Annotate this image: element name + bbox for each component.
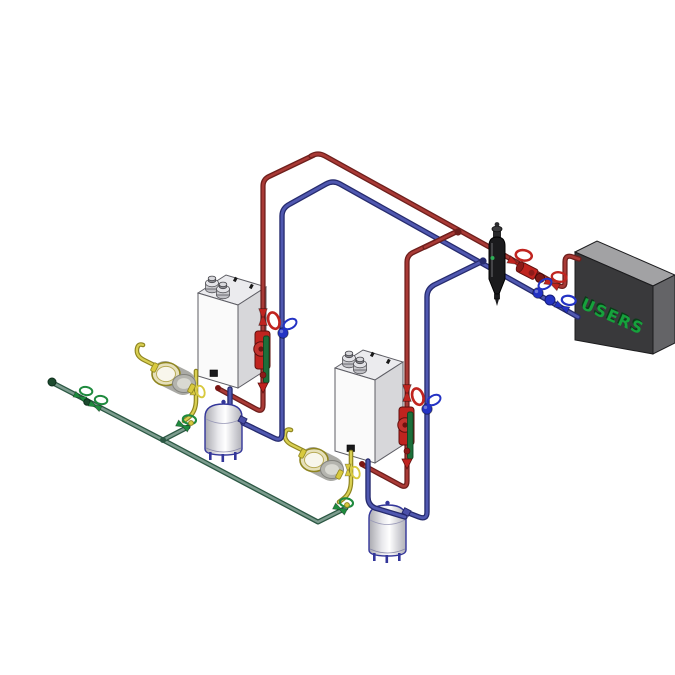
boiler-connection-icon <box>359 461 365 467</box>
return-valve-cluster <box>531 275 580 317</box>
return-valve-icon <box>544 294 556 306</box>
supply-pipe-boiler-1-leg <box>215 155 314 410</box>
air-vent-icon <box>494 222 500 227</box>
gas-tee-fitting-icon <box>160 437 166 443</box>
gas-fitting-icon <box>188 420 194 426</box>
supply-main-pipe <box>311 154 579 286</box>
tank-nozzle-icon <box>401 507 412 517</box>
tank-nozzle-icon <box>237 415 248 425</box>
supply-junction-icon <box>454 228 462 236</box>
return-main-pipe <box>237 182 578 518</box>
dirt-separator <box>488 222 506 306</box>
gas-fitting-icon <box>344 502 350 508</box>
boiler-2 <box>335 350 403 463</box>
users-box-side <box>652 274 675 355</box>
users-box-front <box>574 251 654 355</box>
return-junction-icon <box>479 257 487 265</box>
users-distribution-box: USERS USERS <box>573 240 675 355</box>
gas-meter-assembly-2 <box>285 430 363 518</box>
supply-pipe-boiler-2-leg <box>359 231 458 486</box>
drain-icon <box>495 299 499 306</box>
gas-main-end-cap-icon <box>47 377 57 387</box>
expansion-tank-1 <box>204 399 243 463</box>
gas-meter-assembly-1 <box>137 345 206 435</box>
boiler-connection-icon <box>215 385 221 391</box>
separator-indicator-icon <box>490 256 495 260</box>
circulation-pump-icon <box>515 261 539 280</box>
gas-main-pipe <box>47 377 346 522</box>
gas-shutoff-valve-station <box>71 380 112 415</box>
